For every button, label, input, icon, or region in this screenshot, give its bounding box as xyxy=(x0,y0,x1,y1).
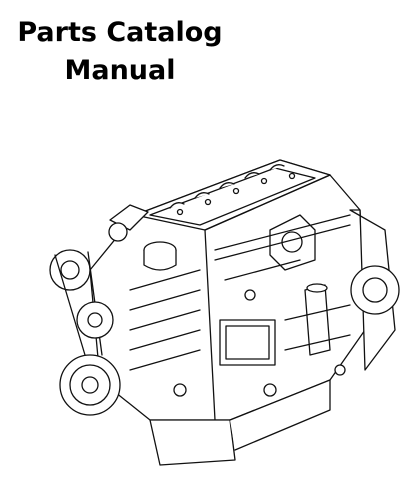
title-line-2: Manual xyxy=(64,55,176,86)
title-line-1: Parts Catalog xyxy=(17,17,223,48)
page-title: Parts Catalog Manual xyxy=(0,14,240,90)
engine-icon xyxy=(49,159,400,466)
engine-illustration xyxy=(30,120,413,470)
